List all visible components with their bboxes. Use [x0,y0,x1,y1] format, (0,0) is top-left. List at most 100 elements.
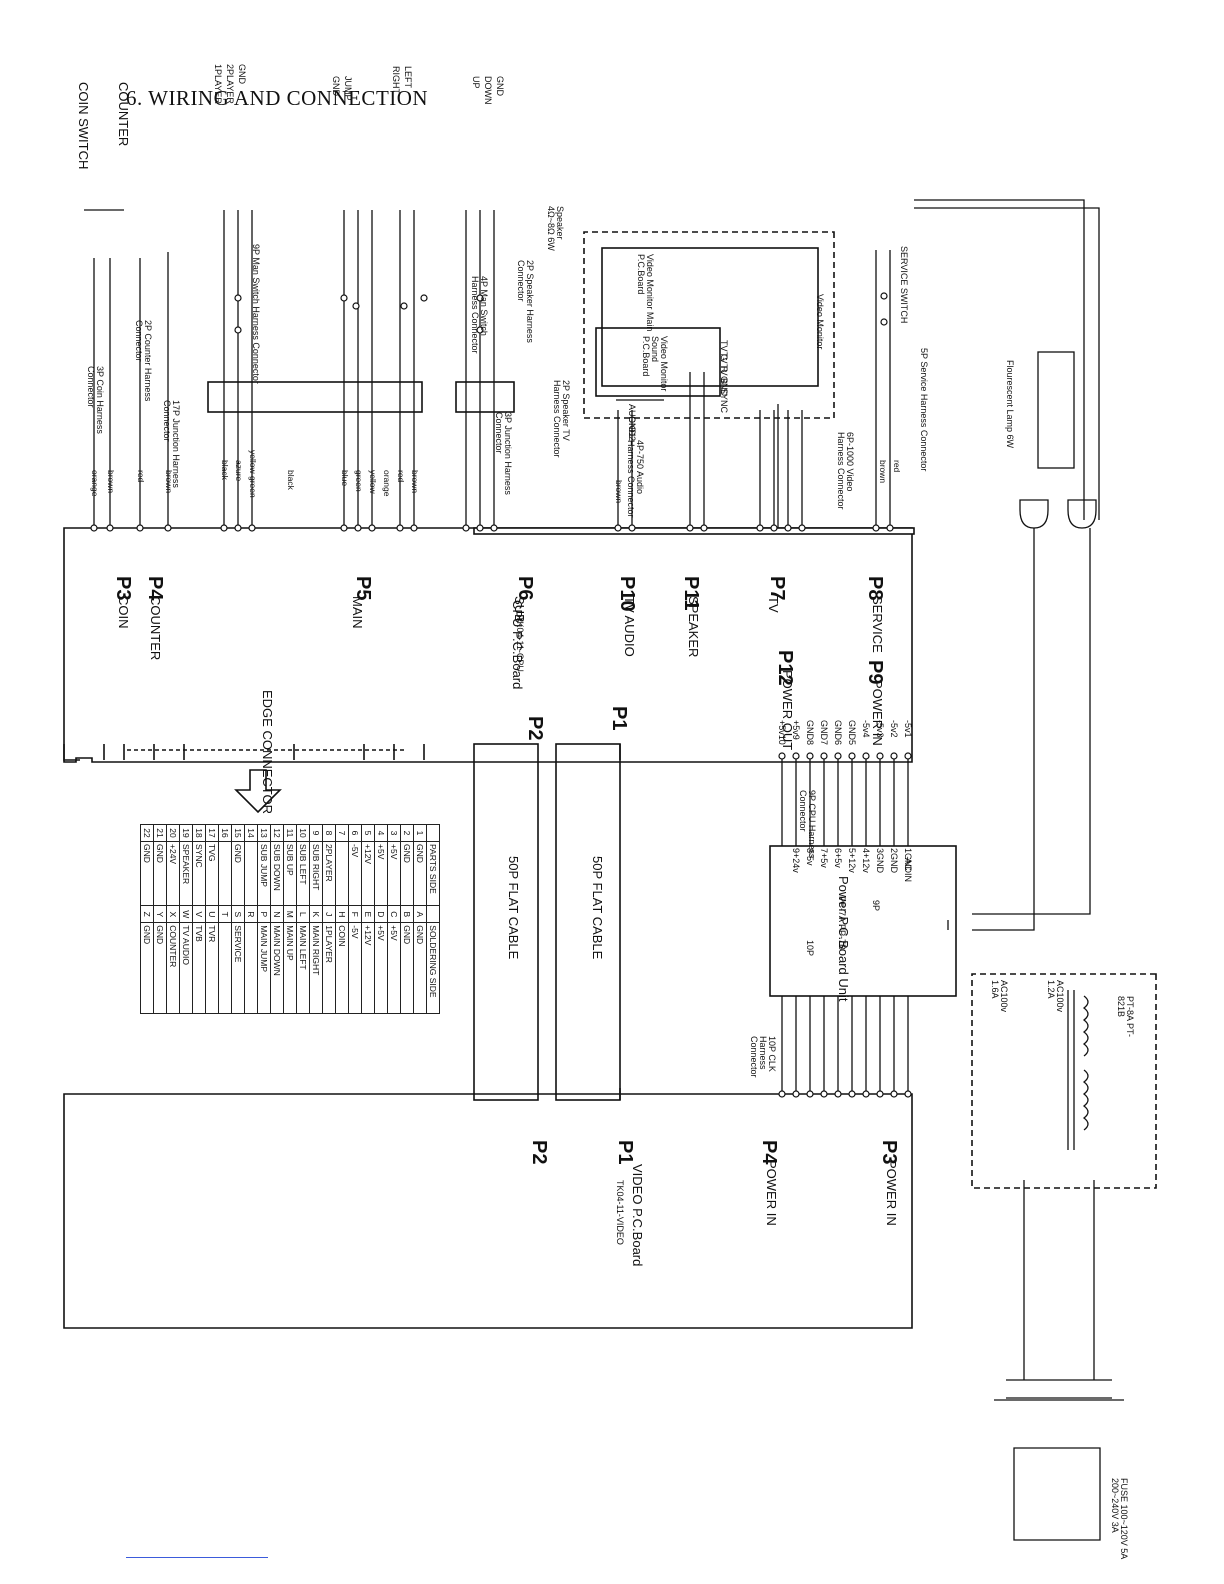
wire-label: red [396,470,406,483]
junction3-label: 3P Junction Harness Connector [494,412,513,495]
wire-label: yellow green [248,450,258,498]
p5-name: MAIN [350,596,365,629]
counter-label: COUNTER [116,82,131,147]
cpu-board-outline [63,527,913,763]
ac2-label: AC100v 1.6A [990,980,1009,1013]
edge-connector-label: EDGE CONNECTOR [260,690,275,814]
wire-label: black [286,470,296,490]
p12-rail: +5v10 [777,720,787,745]
pin-table-cell: +24V [166,841,180,906]
gnd2-label: GND2 [627,416,637,442]
flat-cable-1-label: 50P FLAT CABLE [590,856,605,960]
p12-rail: GND7 [819,720,829,746]
pin-table-cell: 3 [387,824,401,842]
junction17-label: 17P Junction Harness Connector [162,400,181,488]
pin-dots [90,292,912,1098]
p8-name: SERVICE [870,596,885,653]
wire-label: brown [106,470,116,494]
wire-label: brown [410,470,420,494]
pin-table-cell: Y [153,905,167,923]
pin-table-cell: 8 [322,824,336,842]
pin-table-cell: GND [400,841,414,906]
man4-label: 4P Man Switch Harness Connector [470,276,489,354]
flat-cable-2-label: 50P FLAT CABLE [506,856,521,960]
lamp-label: Flourescent Lamp 6W [1005,360,1015,449]
tv-label-sync: SYNC [719,388,729,414]
page-title: 6. WIRING AND CONNECTION [126,86,429,110]
pin-table-cell: +5V [387,841,401,906]
pin-table-cell: COIN [335,922,349,1014]
pin-table-cell: V [192,905,206,923]
pin-table-cell: +5V [374,922,388,1014]
pin-table-cell: 1 [413,824,427,842]
pin-table-cell: T [218,905,232,923]
pin-table-cell: SUB DOWN [270,841,284,906]
pin-table-cell: 14 [244,824,258,842]
pin-table-cell: 19 [179,824,193,842]
pin-table-cell: X [166,905,180,923]
pin-table-cell: J [322,905,336,923]
p9-rail: 2GND [889,848,899,874]
pin-table-cell: R [244,905,258,923]
switch-label-up: UP [471,76,481,89]
pin-table-cell: GND [231,841,245,906]
pin-table-cell: H [335,905,349,923]
pin-table-cell: COUNTER [166,922,180,1014]
pin-table-cell: TVG [205,841,219,906]
pin-table-cell: C [387,905,401,923]
p9p-label: 9P [871,900,881,912]
bottom-link-line [126,1557,268,1558]
pin-table-cell: 21 [153,824,167,842]
vmon-main-label: Video Monitor Main P.C.Board [636,254,655,332]
fuse-label: FUSE 100~120V 5A 200~240V 3A [1110,1478,1129,1559]
pin-table-cell: 12 [270,824,284,842]
pin-table-cell: F [348,905,362,923]
service5-label: 5P Service Harness Connector [919,348,929,472]
pin-table-cell: A [413,905,427,923]
spk2-label: 2P Speaker Harness Connector [516,260,535,343]
pin-table-cell: 22 [140,824,154,842]
p9-rail: 9+24v [791,848,801,873]
pin-table-cell: 9 [309,824,323,842]
pin-table-cell: 10 [296,824,310,842]
pin-table-cell: 5 [361,824,375,842]
switch-label-gnd2: GND [331,76,341,96]
p2-label: P2 [524,716,546,741]
p9-rail: 3GND [875,848,885,874]
pin-table-cell: B [400,905,414,923]
switch-label-2player: 2PLAYER [225,64,235,104]
pin-table-cell: MAIN JUMP [257,922,271,1014]
p12-rail: GND5 [847,720,857,746]
pin-table-cell: S [231,905,245,923]
pin-table-cell: 6 [348,824,362,842]
p9-rail: 4+12v [861,848,871,873]
pin-table-cell: 1PLAYER [322,922,336,1014]
psu-model-label: PP-7A PP-7B [837,896,847,951]
wire-label: green [354,470,364,492]
pin-table-cell: SUB UP [283,841,297,906]
pin-table-cell: SUB JUMP [257,841,271,906]
coin-harness-label: 3P Coin Harness Connector [86,366,105,434]
flat-cable-2 [473,743,539,1101]
switch-label-gnd: GND [237,64,247,84]
pin-table-cell: +5V [387,922,401,1014]
pin-table-cell: GND [153,922,167,1014]
p10p-label: 10P [805,940,815,957]
pin-table-cell: -5V [348,922,362,1014]
video-board-name: VIDEO P.C.Board [630,1164,645,1267]
pin-table-cell: SERVICE [231,922,245,1014]
lamp-tube [1037,351,1075,469]
p12-rail: +5v9 [791,720,801,740]
pin-table-cell: 7 [335,824,349,842]
pin-table-cell: MAIN DOWN [270,922,284,1014]
